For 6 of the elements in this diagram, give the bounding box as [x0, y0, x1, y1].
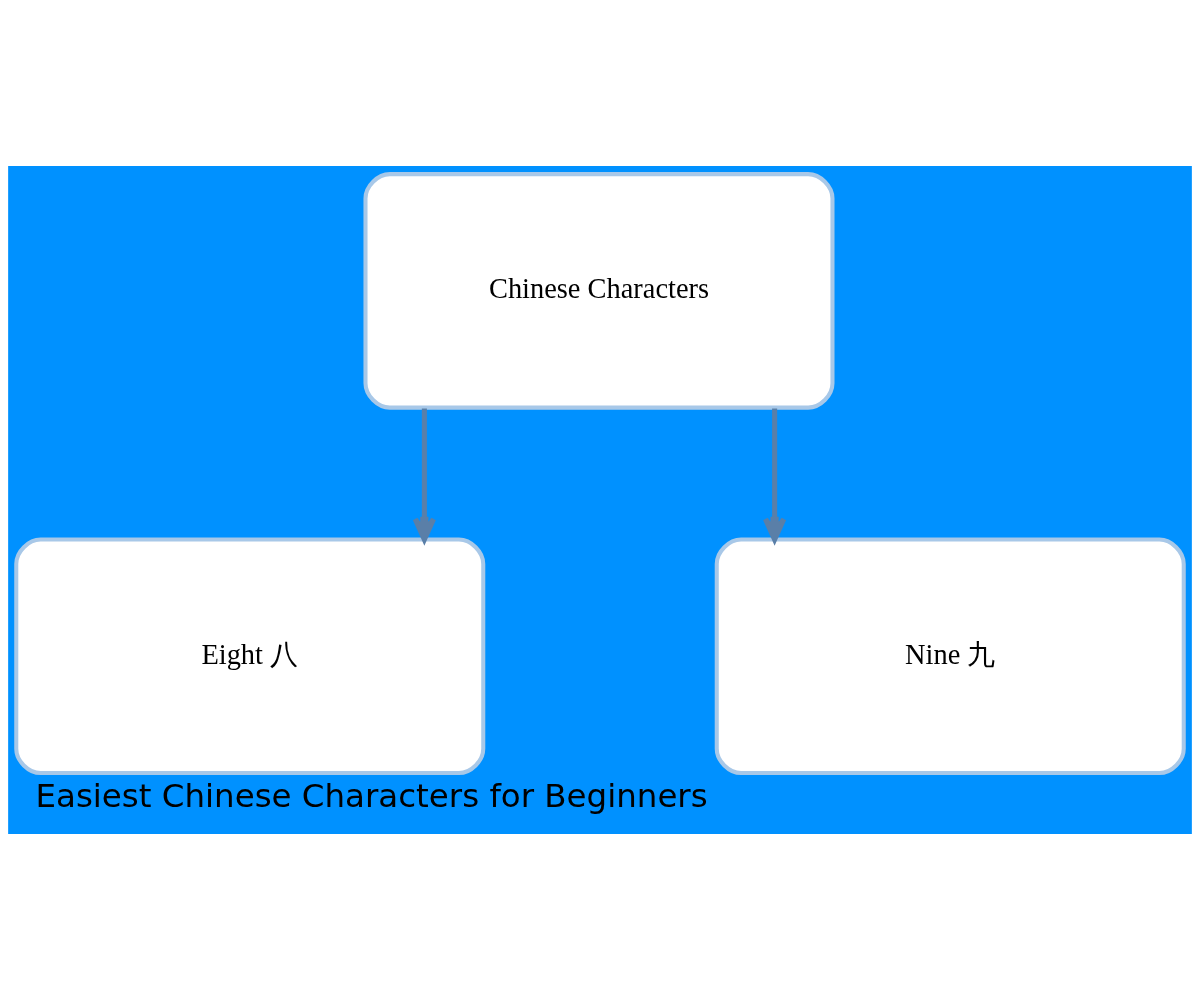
- arrow: [762, 408, 787, 543]
- diagram-title: Easiest Chinese Characters for Beginners: [35, 777, 708, 816]
- arrow: [412, 408, 437, 543]
- node-box: Nine 九: [714, 537, 1186, 776]
- node-box: Eight 八: [14, 537, 486, 776]
- node-box: Chinese Characters: [363, 172, 835, 410]
